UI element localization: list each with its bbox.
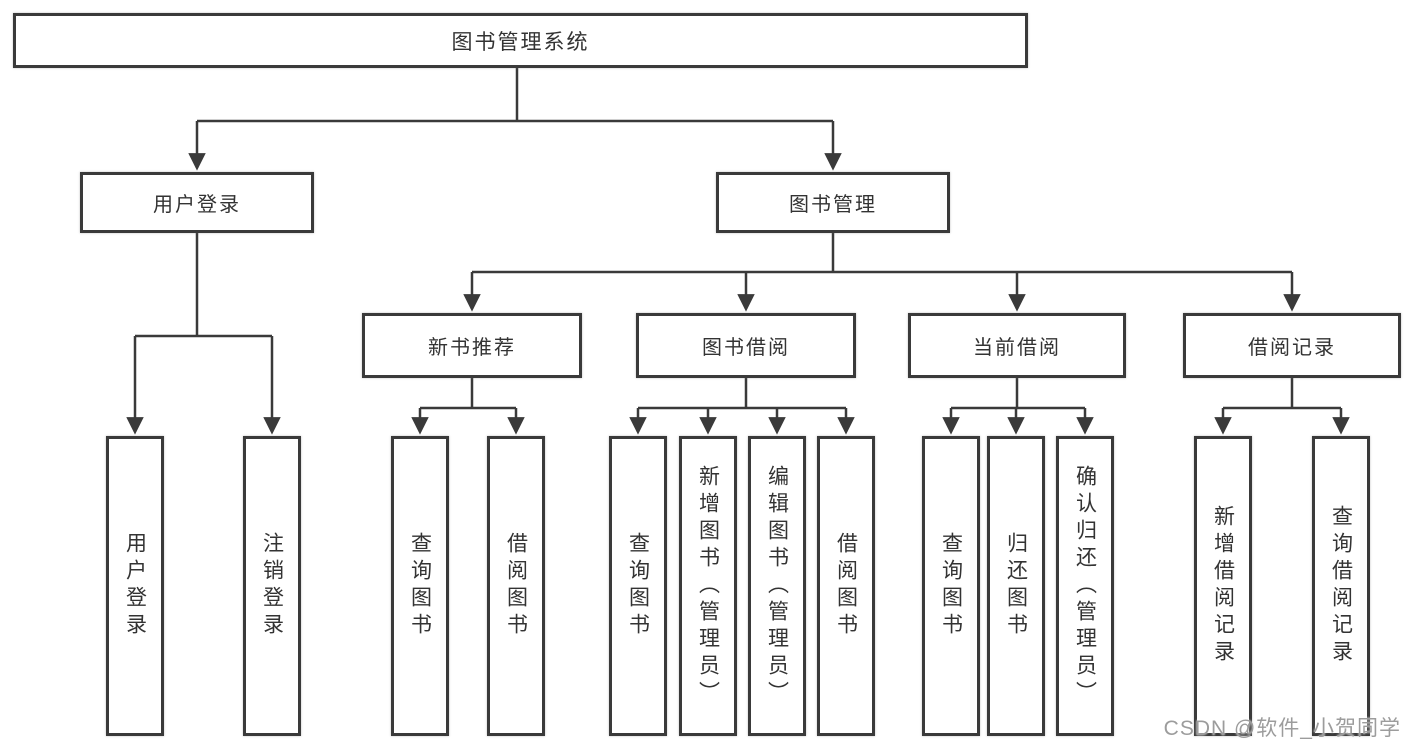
node-leaf-current-confirm-return-admin: 确认归还（管理员） bbox=[1056, 436, 1114, 736]
node-borrow-records: 借阅记录 bbox=[1183, 313, 1401, 378]
node-leaf-user-login-action: 用户登录 bbox=[106, 436, 164, 736]
connector-borrow-records-children bbox=[1214, 378, 1350, 435]
node-current-borrow: 当前借阅 bbox=[908, 313, 1126, 378]
node-library-management-system: 图书管理系统 bbox=[13, 13, 1028, 68]
node-leaf-current-return-books: 归还图书 bbox=[987, 436, 1045, 736]
node-leaf-borrow-add-books-admin: 新增图书（管理员） bbox=[679, 436, 737, 736]
node-leaf-logout-action: 注销登录 bbox=[243, 436, 301, 736]
node-new-book-recommend: 新书推荐 bbox=[362, 313, 582, 378]
connector-book-borrow-children bbox=[629, 378, 855, 435]
node-leaf-borrow-borrow-books: 借阅图书 bbox=[817, 436, 875, 736]
connector-new-book-children bbox=[411, 378, 525, 435]
node-leaf-recommend-borrow-books: 借阅图书 bbox=[487, 436, 545, 736]
node-book-borrow: 图书借阅 bbox=[636, 313, 856, 378]
node-book-management: 图书管理 bbox=[716, 172, 950, 233]
node-leaf-borrow-edit-books-admin: 编辑图书（管理员） bbox=[748, 436, 806, 736]
node-leaf-records-add-record: 新增借阅记录 bbox=[1194, 436, 1252, 736]
csdn-watermark: CSDN @软件_小贺同学 bbox=[1163, 717, 1401, 740]
connector-root-to-level2 bbox=[188, 68, 842, 171]
connector-book-management-children bbox=[463, 233, 1301, 312]
node-leaf-current-query-books: 查询图书 bbox=[922, 436, 980, 736]
connector-user-login-children bbox=[126, 233, 281, 435]
node-leaf-recommend-query-books: 查询图书 bbox=[391, 436, 449, 736]
node-user-login: 用户登录 bbox=[80, 172, 314, 233]
connector-current-borrow-children bbox=[942, 378, 1094, 435]
node-leaf-records-query-record: 查询借阅记录 bbox=[1312, 436, 1370, 736]
node-leaf-borrow-query-books: 查询图书 bbox=[609, 436, 667, 736]
